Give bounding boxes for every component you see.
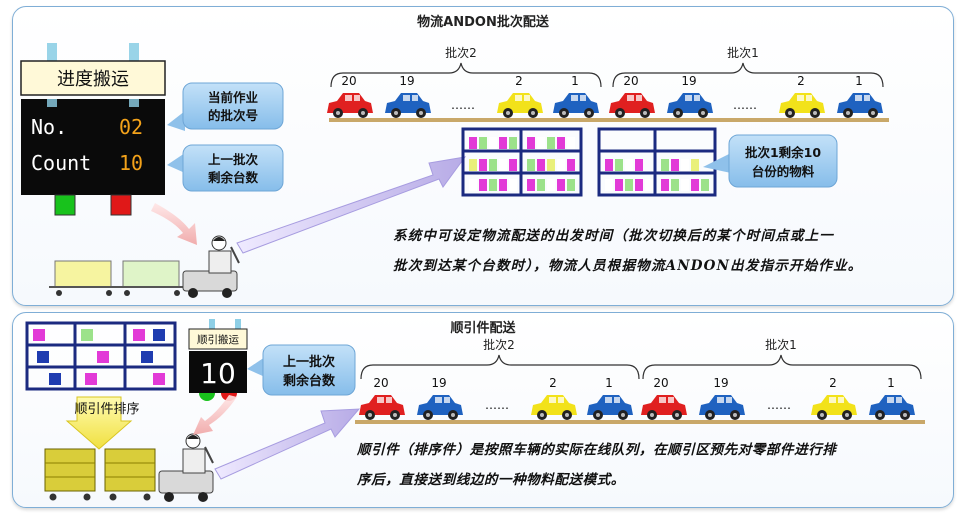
top-description: 系统中可设定物流配送的出发时间（批次切换后的某个时间点或上一 批次到达某个台数时…: [393, 221, 949, 281]
car-number: 2: [549, 376, 557, 390]
car-icon: [869, 395, 915, 420]
car-number: 2: [797, 74, 805, 88]
andon-board-icon: 顺引搬运 10: [188, 319, 248, 401]
callout-remaining-count: 上一批次 剩余台数: [167, 144, 284, 192]
car-number: 19: [399, 74, 414, 88]
car-number: 19: [713, 376, 728, 390]
bottom-description-line2: 序后，直接送到线边的一种物料配送模式。: [357, 472, 625, 488]
batch1-label: 批次1: [765, 337, 797, 352]
conveyor-line: [329, 118, 889, 122]
conveyor-line: [355, 420, 925, 424]
cart-icon: [49, 260, 117, 296]
car-icon: [327, 93, 373, 118]
green-lamp: [54, 194, 76, 216]
car-number: 19: [681, 74, 696, 88]
car-number: 20: [623, 74, 638, 88]
cart-icon: [117, 260, 185, 296]
car-icon: [699, 395, 745, 420]
bracket-batch1: [642, 354, 922, 380]
car-number: 20: [373, 376, 388, 390]
bracket-batch2: [360, 354, 640, 380]
down-arrow-icon: [65, 396, 133, 450]
panel-title: 顺引件配送: [450, 320, 516, 336]
top-description-line1: 系统中可设定物流配送的出发时间（批次切换后的某个时间点或上一: [393, 228, 834, 244]
car-icon: [811, 395, 857, 420]
rack-icon: [597, 127, 717, 197]
panel-bottom-canvas: 顺引件配送 顺引件排序: [25, 319, 925, 502]
callout-remaining-count: 上一批次 剩余台数: [247, 344, 356, 396]
car-icon: [531, 395, 577, 420]
car-number: 1: [571, 74, 579, 88]
bottom-description: 顺引件（排序件）是按照车辆的实际在线队列，在顺引区预先对零部件进行排 序后，直接…: [357, 435, 937, 495]
callout-remain-line2: 剩余台数: [208, 170, 259, 185]
car-number: 20: [341, 74, 356, 88]
ellipsis: ……: [485, 398, 509, 412]
flow-arrow-pink: [193, 395, 237, 435]
callout-batch-no-line1: 当前作业: [208, 90, 259, 105]
car-icon: [385, 93, 431, 118]
andon-header: 进度搬运: [57, 69, 129, 90]
car-number: 19: [431, 376, 446, 390]
ellipsis: ……: [767, 398, 791, 412]
flow-arrow-lavender: [214, 408, 361, 480]
callout-remain-line1: 上一批次: [208, 152, 259, 167]
forklift-icon: [158, 433, 214, 502]
car-icon: [667, 93, 713, 118]
car-icon: [587, 395, 633, 420]
ellipsis: ……: [451, 98, 475, 112]
cart-icon: [104, 448, 156, 501]
bottom-description-line1: 顺引件（排序件）是按照车辆的实际在线队列，在顺引区预先对零部件进行排: [357, 442, 837, 458]
rack-icon: [461, 127, 583, 197]
car-number: 1: [855, 74, 863, 88]
car-number: 20: [653, 376, 668, 390]
callout-material-line1: 批次1剩余10: [745, 145, 821, 160]
rack-icon: [25, 321, 177, 391]
forklift-icon: [182, 235, 240, 298]
cart-icon: [44, 448, 96, 501]
andon-count-value: 10: [119, 151, 143, 175]
car-number: 2: [829, 376, 837, 390]
car-icon: [779, 93, 825, 118]
panel-sequenced-parts: 顺引件配送 顺引件排序: [12, 312, 954, 508]
car-icon: [837, 93, 883, 118]
car-icon: [609, 93, 655, 118]
andon-no-label: No.: [31, 115, 67, 139]
batch2-label: 批次2: [445, 45, 477, 60]
batch1-label: 批次1: [727, 45, 759, 60]
small-andon-header: 顺引搬运: [197, 333, 239, 346]
bracket-batch2: [330, 62, 602, 88]
ellipsis: ……: [733, 98, 757, 112]
small-andon-value: 10: [200, 357, 236, 390]
callout-batch-number: 当前作业 的批次号: [167, 82, 284, 131]
car-icon: [359, 395, 405, 420]
sort-label: 顺引件排序: [74, 402, 139, 417]
callout-material: 批次1剩余10 台份的物料: [703, 134, 838, 188]
car-icon: [497, 93, 543, 118]
bracket-batch1: [612, 62, 884, 88]
callout-line1: 上一批次: [283, 354, 335, 370]
car-icon: [417, 395, 463, 420]
car-number: 1: [887, 376, 895, 390]
car-number: 2: [515, 74, 523, 88]
callout-material-line2: 台份的物料: [752, 164, 815, 179]
car-number: 1: [605, 376, 613, 390]
callout-line2: 剩余台数: [283, 373, 336, 389]
flow-arrow-lavender: [236, 156, 467, 254]
car-icon: [641, 395, 687, 420]
panel-top-canvas: 物流ANDON批次配送 进度搬运 No. 02 Count 10 当前作业 的批…: [20, 14, 889, 298]
top-description-line2: 批次到达某个台数时），物流人员根据物流ANDON出发指示开始作业。: [393, 258, 863, 274]
panel-logistics-andon: 物流ANDON批次配送 进度搬运 No. 02 Count 10 当前作业 的批…: [12, 6, 954, 306]
car-icon: [553, 93, 599, 118]
andon-board-icon: 进度搬运 No. 02 Count 10: [20, 43, 166, 216]
panel-title: 物流ANDON批次配送: [417, 14, 550, 30]
andon-no-value: 02: [119, 115, 143, 139]
flow-arrow-pink: [151, 203, 197, 245]
batch2-label: 批次2: [483, 337, 515, 352]
red-lamp: [110, 194, 132, 216]
callout-batch-no-line2: 的批次号: [208, 108, 258, 123]
andon-count-label: Count: [31, 151, 91, 175]
